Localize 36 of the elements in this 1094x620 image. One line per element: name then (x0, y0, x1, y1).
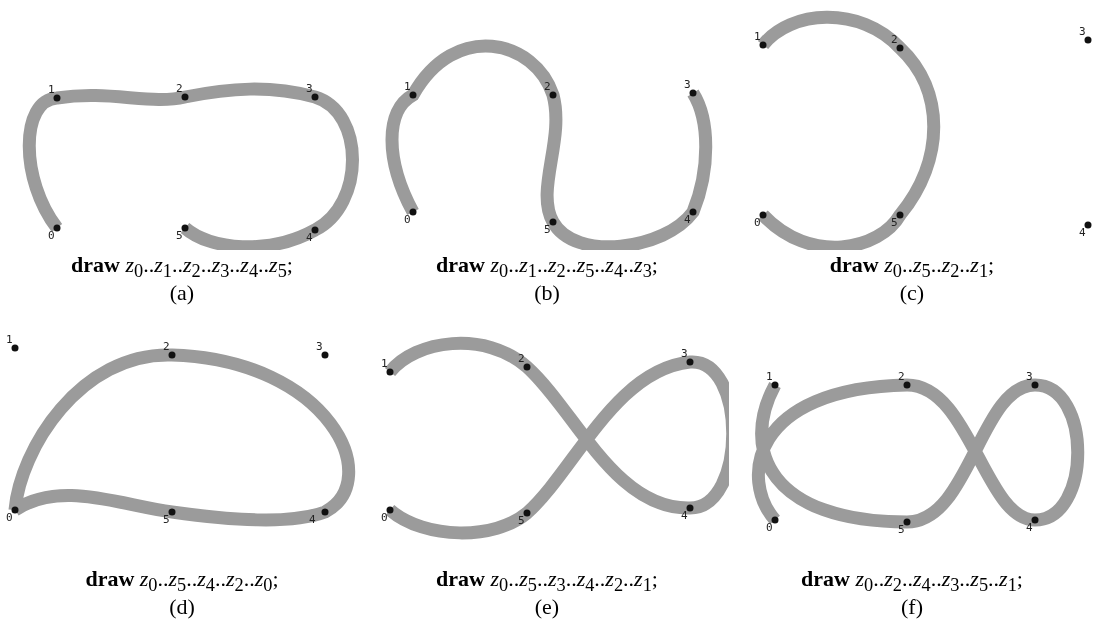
point-number: 4 (306, 232, 313, 244)
point-number: 1 (6, 334, 13, 346)
point-number: 2 (176, 83, 183, 95)
point-number: 1 (381, 358, 388, 370)
point-number: 3 (1079, 26, 1086, 38)
point-number: 4 (1026, 522, 1033, 534)
point-number: 2 (518, 353, 525, 365)
point-number: 0 (766, 522, 773, 534)
point-number: 3 (681, 348, 688, 360)
point-number: 3 (684, 79, 691, 91)
point-number: 2 (891, 34, 898, 46)
point-number: 1 (48, 84, 55, 96)
point-number: 4 (681, 510, 688, 522)
point-number: 0 (381, 512, 388, 524)
point-number: 3 (316, 341, 323, 353)
point-number: 2 (163, 341, 170, 353)
point-number: 4 (684, 214, 691, 226)
point-number: 0 (6, 512, 13, 524)
point-number: 5 (544, 224, 551, 236)
point-number: 5 (176, 230, 183, 242)
point-number: 0 (754, 217, 761, 229)
point-number: 5 (898, 524, 905, 536)
point-number: 0 (404, 214, 411, 226)
point-number: 3 (306, 83, 313, 95)
point-number: 4 (1079, 227, 1086, 239)
point-number: 5 (518, 515, 525, 527)
point-number: 5 (163, 514, 170, 526)
point-number: 1 (754, 31, 761, 43)
point-number: 0 (48, 230, 55, 242)
point-number: 1 (404, 81, 411, 93)
point-number: 1 (766, 371, 773, 383)
point-number: 3 (1026, 371, 1033, 383)
point-number: 2 (544, 81, 551, 93)
point-number: 2 (898, 371, 905, 383)
point-number: 4 (309, 514, 316, 526)
point-number: 5 (891, 217, 898, 229)
